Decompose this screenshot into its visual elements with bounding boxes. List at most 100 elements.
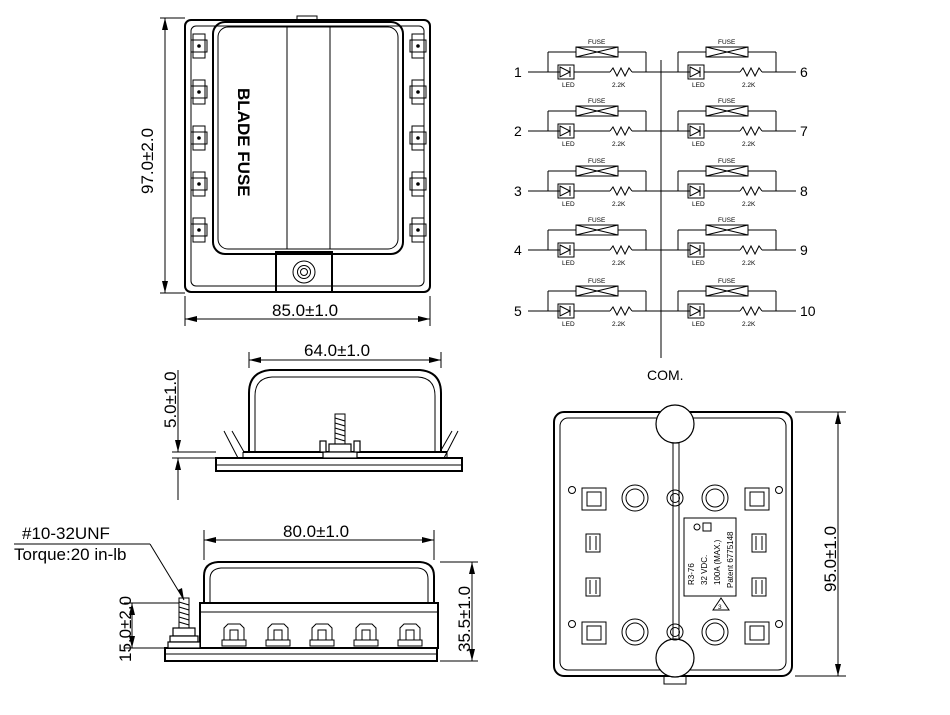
- mount-hole: [621, 618, 649, 646]
- led-symbol: [559, 66, 572, 78]
- terminal: [411, 171, 425, 197]
- led-symbol: [689, 66, 702, 78]
- label-line-1: R3-76: [687, 563, 696, 585]
- dim-side-lid: 5.0±1.0: [161, 371, 180, 428]
- circuit-number-left: 5: [514, 303, 522, 319]
- side-view-dimensions: 64.0±1.0 5.0±1.0: [161, 341, 442, 500]
- resistor-symbol: [609, 66, 633, 78]
- fuse-symbol: [705, 165, 749, 177]
- dim-front-height: 35.5±1.0: [455, 586, 474, 652]
- resistor-label: 2.2K: [612, 260, 626, 267]
- mount-hole: [701, 484, 729, 512]
- terminal-slot: [585, 533, 601, 553]
- resistor-label: 2.2K: [742, 321, 756, 328]
- led-symbol: [559, 305, 572, 317]
- led-label: LED: [562, 141, 575, 148]
- terminal-clip: [744, 621, 770, 645]
- terminal: [192, 125, 206, 151]
- resistor-label: 2.2K: [612, 82, 626, 89]
- rating-label-box: [683, 517, 737, 597]
- blade-fuse-label: BLADE FUSE: [234, 88, 253, 197]
- led-label: LED: [562, 321, 575, 328]
- dim-side-width: 64.0±1.0: [304, 341, 370, 360]
- top-view: BLADE FUSE: [184, 15, 431, 293]
- led-symbol: [559, 244, 572, 256]
- resistor-symbol: [739, 125, 763, 137]
- dim-top-height: 97.0±2.0: [138, 128, 157, 194]
- led-symbol: [689, 185, 702, 197]
- circuit-number-right: 10: [800, 303, 816, 319]
- fuse-label: FUSE: [718, 98, 736, 105]
- resistor-symbol: [739, 185, 763, 197]
- warning-triangle-icon: [712, 597, 730, 611]
- led-symbol: [689, 305, 702, 317]
- label-line-4: Patent 6775148: [726, 531, 735, 588]
- terminal: [192, 171, 206, 197]
- fuse-symbol: [705, 224, 749, 236]
- label-line-2: 32 VDC.: [700, 555, 709, 585]
- fuse-label: FUSE: [718, 39, 736, 46]
- front-view: [164, 561, 439, 662]
- fuse-symbol: [575, 105, 619, 117]
- resistor-symbol: [609, 244, 633, 256]
- fuse-symbol: [575, 46, 619, 58]
- fuse-label: FUSE: [588, 98, 606, 105]
- resistor-label: 2.2K: [612, 321, 626, 328]
- common-label: COM.: [647, 367, 684, 383]
- circuit-number-right: 8: [800, 183, 808, 199]
- circuit-number-left: 1: [514, 64, 522, 80]
- label-line-3: 100A (MAX.): [713, 539, 722, 585]
- bottom-view: R3-76 32 VDC. 100A (MAX.) Patent 6775148…: [553, 404, 793, 685]
- circuit-number-left: 2: [514, 123, 522, 139]
- terminal: [411, 33, 425, 59]
- terminal-clip: [581, 487, 607, 511]
- dim-front-width: 80.0±1.0: [283, 522, 349, 541]
- fuse-symbol: [575, 285, 619, 297]
- terminal-clip: [581, 621, 607, 645]
- side-view: [215, 369, 463, 472]
- fuse-symbol: [705, 46, 749, 58]
- led-symbol: [689, 244, 702, 256]
- resistor-symbol: [609, 185, 633, 197]
- circuit-number-left: 4: [514, 242, 522, 258]
- led-symbol: [559, 125, 572, 137]
- mount-hole: [701, 618, 729, 646]
- blade-terminal: [399, 623, 421, 640]
- fuse-symbol: [705, 105, 749, 117]
- resistor-label: 2.2K: [612, 141, 626, 148]
- fuse-symbol: [705, 285, 749, 297]
- terminal-slot: [585, 577, 601, 597]
- terminal-slot: [751, 533, 767, 553]
- resistor-symbol: [739, 244, 763, 256]
- led-label: LED: [692, 82, 705, 89]
- terminal-slot: [751, 577, 767, 597]
- resistor-symbol: [609, 305, 633, 317]
- top-view-dimensions: 97.0±2.0 85.0±1.0: [138, 17, 431, 326]
- dim-stud-height: 15.0±2.0: [116, 596, 135, 662]
- fuse-symbol: [575, 165, 619, 177]
- resistor-symbol: [739, 305, 763, 317]
- circuit-number-left: 3: [514, 183, 522, 199]
- dim-bottom-height: 95.0±1.0: [821, 526, 840, 592]
- terminal: [411, 79, 425, 105]
- terminal: [192, 79, 206, 105]
- led-label: LED: [562, 201, 575, 208]
- resistor-label: 2.2K: [742, 260, 756, 267]
- led-label: LED: [692, 141, 705, 148]
- blade-terminal: [267, 623, 289, 640]
- blade-terminal: [223, 623, 245, 640]
- fuse-label: FUSE: [718, 217, 736, 224]
- blade-terminal: [311, 623, 333, 640]
- resistor-label: 2.2K: [742, 141, 756, 148]
- fuse-label: FUSE: [588, 158, 606, 165]
- led-symbol: [559, 185, 572, 197]
- fuse-label: FUSE: [718, 278, 736, 285]
- resistor-symbol: [739, 66, 763, 78]
- led-symbol: [689, 125, 702, 137]
- terminal: [411, 217, 425, 243]
